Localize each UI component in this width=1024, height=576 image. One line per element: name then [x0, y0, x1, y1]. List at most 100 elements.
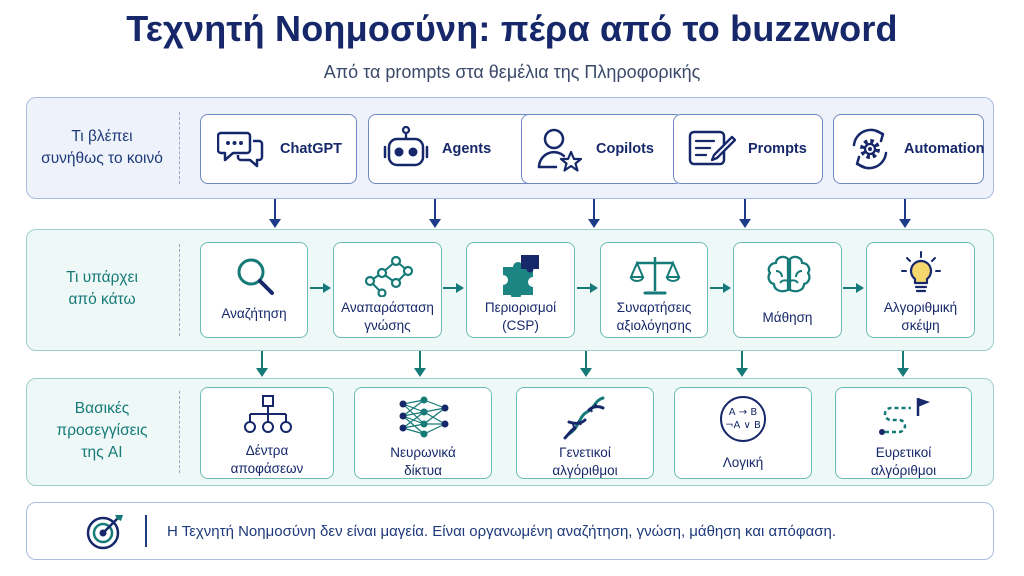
- card-copilots[interactable]: Copilots: [521, 114, 683, 184]
- card-neural-networks[interactable]: Νευρωνικά δίκτυα: [354, 387, 492, 479]
- card-label-line: Αναζήτηση: [221, 306, 287, 321]
- row-label-line: προσεγγίσεις: [56, 422, 148, 439]
- neural-network-icon: [399, 396, 449, 438]
- card-heuristic-algorithms[interactable]: Ευρετικοί αλγόριθμοι: [835, 387, 972, 479]
- right-arrow-icon: [843, 283, 864, 293]
- down-arrow-icon: [269, 199, 281, 228]
- card-label: Αναπαράσταση γνώσης: [334, 299, 441, 335]
- lightbulb-icon: [901, 251, 941, 293]
- right-arrow-icon: [310, 283, 331, 293]
- row-public-view: Τι βλέπει συνήθως το κοινό ChatGPT Agent…: [26, 97, 994, 199]
- card-automation[interactable]: Automation: [833, 114, 985, 184]
- row-separator: [179, 244, 180, 336]
- card-label-line: Συναρτήσεις: [616, 300, 692, 315]
- right-arrow-icon: [577, 283, 598, 293]
- card-label: Συναρτήσεις αξιολόγησης: [601, 299, 707, 335]
- card-label-line: Αλγοριθμική: [883, 300, 958, 315]
- down-arrow-icon: [736, 351, 748, 377]
- footer-text: Η Τεχνητή Νοημοσύνη δεν είναι μαγεία. Εί…: [167, 523, 837, 540]
- card-knowledge-representation[interactable]: Αναπαράσταση γνώσης: [333, 242, 442, 338]
- scales-icon: [629, 257, 681, 295]
- card-label: Agents: [442, 141, 492, 157]
- card-label-line: δίκτυα: [404, 463, 442, 478]
- card-label-line: Ευρετικοί: [875, 445, 932, 460]
- down-arrow-icon: [897, 351, 909, 377]
- dna-icon: [563, 396, 605, 440]
- logic-icon: A → B ¬A ∨ B: [720, 396, 766, 442]
- card-logic[interactable]: A → B ¬A ∨ B Λογική: [674, 387, 812, 479]
- card-label-line: Λογική: [722, 455, 764, 470]
- row-separator: [179, 391, 180, 473]
- gear-cycle-icon: [852, 128, 888, 170]
- card-label-line: (CSP): [502, 318, 539, 333]
- row-label-line: συνήθως το κοινό: [41, 150, 163, 167]
- card-label-line: σκέψη: [901, 318, 940, 333]
- row-underlying: Τι υπάρχει από κάτω Αναζήτηση Αναπαράστα…: [26, 229, 994, 351]
- card-label: Automation: [904, 141, 985, 157]
- card-label-line: Νευρωνικά: [390, 445, 456, 460]
- card-label: Αλγοριθμική σκέψη: [867, 299, 974, 335]
- card-label-line: Περιορισμοί: [484, 300, 557, 315]
- magnifier-icon: [237, 258, 274, 295]
- card-label: Αναζήτηση: [201, 305, 307, 323]
- card-label: Ευρετικοί αλγόριθμοι: [836, 444, 971, 480]
- user-star-icon: [537, 128, 583, 172]
- card-algorithmic-thinking[interactable]: Αλγοριθμική σκέψη: [866, 242, 975, 338]
- card-label: Μάθηση: [734, 309, 841, 327]
- row-label: Βασικές προσεγγίσεις της AI: [27, 398, 177, 464]
- card-label: Νευρωνικά δίκτυα: [355, 444, 491, 480]
- row-label-line: Βασικές: [74, 400, 130, 417]
- card-label-line: Αναπαράσταση: [341, 300, 434, 315]
- row-label-line: Τι βλέπει: [71, 128, 133, 145]
- knowledge-graph-icon: [364, 255, 414, 297]
- card-label-line: αλγόριθμοι: [870, 463, 937, 478]
- card-evaluation-functions[interactable]: Συναρτήσεις αξιολόγησης: [600, 242, 708, 338]
- down-arrow-icon: [739, 199, 751, 228]
- row-separator: [179, 112, 180, 184]
- card-constraints[interactable]: Περιορισμοί (CSP): [466, 242, 575, 338]
- card-label-line: γνώσης: [364, 318, 411, 333]
- right-arrow-icon: [710, 283, 731, 293]
- path-flag-icon: [879, 398, 930, 435]
- card-label: Copilots: [596, 141, 654, 157]
- card-search[interactable]: Αναζήτηση: [200, 242, 308, 338]
- card-genetic-algorithms[interactable]: Γενετικοί αλγόριθμοι: [516, 387, 654, 479]
- logic-expr: ¬A ∨ B: [725, 420, 761, 431]
- card-label: Δέντρα αποφάσεων: [201, 442, 333, 478]
- card-label-line: Μάθηση: [762, 310, 813, 325]
- down-arrow-icon: [414, 351, 426, 377]
- footer-banner: Η Τεχνητή Νοημοσύνη δεν είναι μαγεία. Εί…: [26, 502, 994, 560]
- decision-tree-icon: [244, 395, 292, 433]
- card-agents[interactable]: Agents: [368, 114, 538, 184]
- card-label: Λογική: [675, 454, 811, 472]
- row-label-line: από κάτω: [68, 291, 136, 308]
- prompt-pen-icon: [688, 130, 736, 166]
- row-label-line: της AI: [81, 444, 123, 461]
- row-label-line: Τι υπάρχει: [66, 269, 138, 286]
- card-chatgpt[interactable]: ChatGPT: [200, 114, 357, 184]
- card-label-line: Δέντρα: [245, 443, 289, 458]
- target-icon: [86, 515, 123, 550]
- down-arrow-icon: [899, 199, 911, 228]
- page-subtitle: Από τα prompts στα θεμέλια της Πληροφορι…: [323, 62, 701, 82]
- down-arrow-icon: [580, 351, 592, 377]
- row-ai-approaches: Βασικές προσεγγίσεις της AI Δέντρα αποφά…: [26, 378, 994, 486]
- card-decision-trees[interactable]: Δέντρα αποφάσεων: [200, 387, 334, 479]
- puzzle-icon: [503, 255, 539, 297]
- right-arrow-icon: [443, 283, 464, 293]
- footer-divider: [145, 515, 147, 547]
- card-label: ChatGPT: [280, 141, 343, 157]
- down-arrow-icon: [429, 199, 441, 228]
- card-label-line: αποφάσεων: [230, 461, 304, 476]
- card-label: Prompts: [748, 141, 807, 157]
- card-label-line: αξιολόγησης: [616, 318, 692, 333]
- card-learning[interactable]: Μάθηση: [733, 242, 842, 338]
- row-label: Τι βλέπει συνήθως το κοινό: [27, 126, 177, 170]
- card-label: Γενετικοί αλγόριθμοι: [517, 444, 653, 480]
- down-arrow-icon: [256, 351, 268, 377]
- page-title: Τεχνητή Νοημοσύνη: πέρα από το buzzword: [126, 8, 898, 49]
- row-label: Τι υπάρχει από κάτω: [27, 267, 177, 311]
- card-label: Περιορισμοί (CSP): [467, 299, 574, 335]
- robot-icon: [383, 125, 429, 167]
- card-prompts[interactable]: Prompts: [673, 114, 823, 184]
